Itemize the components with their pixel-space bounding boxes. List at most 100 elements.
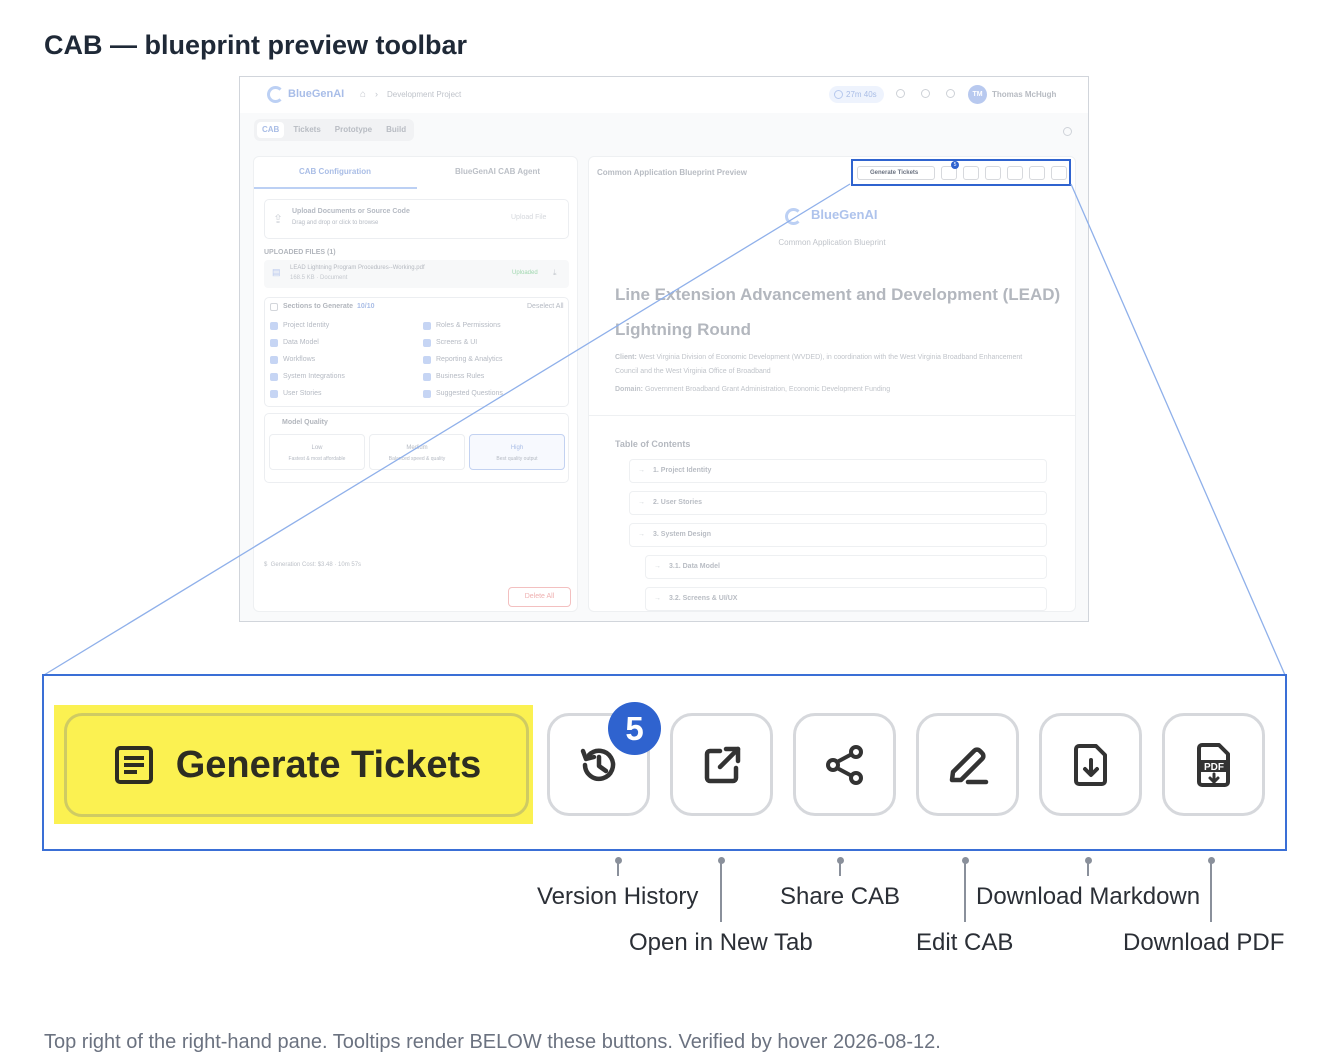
tab-prototype[interactable]: Prototype [334,125,373,134]
home-icon[interactable]: ⌂ [360,89,367,100]
callout-download-pdf: Download PDF [1123,929,1285,956]
callout-leader [720,860,722,922]
open-in-new-tab-button[interactable] [670,713,773,816]
dark-mode-icon[interactable] [896,89,905,98]
download-pdf-button[interactable]: PDF [1162,713,1265,816]
edit-icon [949,746,988,784]
avatar[interactable]: TM [968,85,987,104]
app-header: BlueGenAI ⌂ › Development Project 27m 40… [240,77,1088,113]
section-checkbox[interactable] [270,390,278,398]
toc-item[interactable]: →3. System Design [629,523,1047,547]
tab-tickets[interactable]: Tickets [293,125,321,134]
page-title: CAB — blueprint preview toolbar [44,30,468,60]
uploaded-files-heading: UPLOADED FILES (1) [264,249,336,256]
section-checkbox[interactable] [270,356,278,364]
doc-subbrand: Common Application Blueprint [778,238,886,247]
preview-title: Common Application Blueprint Preview [597,168,747,177]
quality-option-high[interactable]: High Best quality output [469,434,565,470]
version-badge-mini: 5 [951,161,959,169]
file-meta: 168.5 KB · Document [290,275,348,281]
section-checkbox[interactable] [423,356,431,364]
section-checkbox[interactable] [270,322,278,330]
divider [589,415,1075,416]
callout-leader [1087,860,1089,876]
breadcrumb[interactable]: Development Project [387,90,462,99]
file-name: LEAD Lightning Program Procedures--Worki… [290,265,425,271]
tab-cab[interactable]: CAB [257,122,285,138]
callout-leader [617,860,619,876]
doc-brand: BlueGenAI [811,207,878,222]
toc-item[interactable]: →2. User Stories [629,491,1047,515]
share-button-mini[interactable] [985,166,1001,180]
model-quality-label: Model Quality [282,419,328,426]
client-label: Client: [615,354,637,361]
generation-cost-value: Generation Cost: $3.48 · 10m 57s [270,562,362,568]
generate-tickets-button[interactable]: Generate Tickets [64,713,529,817]
generate-tickets-label: Generate Tickets [175,743,482,786]
callout-leader [964,860,966,922]
download-icon[interactable]: ⤓ [553,268,557,277]
callout-download-markdown: Download Markdown [976,883,1201,910]
toc-item[interactable]: →3.2. Screens & UI/UX [645,587,1047,611]
section-checkbox[interactable] [423,373,431,381]
share-cab-button[interactable] [793,713,896,816]
user-settings-icon[interactable] [1063,127,1072,136]
model-quality: Model Quality Low Fastest & most afforda… [264,413,569,483]
download-pdf-button-mini[interactable] [1051,166,1067,180]
client-value: West Virginia Division of Economic Devel… [615,354,1023,375]
download-file-icon [1073,743,1107,786]
section-checkbox[interactable] [423,339,431,347]
section-checkbox[interactable] [270,373,278,381]
tab-cab-agent[interactable]: BlueGenAI CAB Agent [455,167,541,176]
svg-text:PDF: PDF [1204,762,1224,773]
domain-value: Government Broadband Grant Administratio… [644,386,891,393]
upload-file-button[interactable]: Upload File [511,214,547,221]
upload-icon: ⇪ [273,212,284,226]
section-checkbox[interactable] [423,322,431,330]
help-icon[interactable] [946,89,955,98]
download-md-button-mini[interactable] [1029,166,1045,180]
quality-option-low[interactable]: Low Fastest & most affordable [269,434,365,470]
toc-item[interactable]: →1. Project Identity [629,459,1047,483]
doc-title: Line Extension Advancement and Developme… [615,285,1061,339]
section-label: Screens & UI [436,339,478,346]
open-tab-button-mini[interactable] [963,166,979,180]
footnote: Top right of the right-hand pane. Toolti… [44,1031,941,1053]
bell-icon[interactable] [921,89,930,98]
history-button-mini[interactable] [941,166,957,180]
app-name[interactable]: BlueGenAI [288,88,345,100]
uploaded-file-row: ▤ LEAD Lightning Program Procedures--Wor… [264,260,569,288]
edit-cab-button[interactable] [916,713,1019,816]
deselect-all-link[interactable]: Deselect All [527,303,564,310]
tab-build[interactable]: Build [386,125,407,134]
tab-cab-configuration[interactable]: CAB Configuration [299,167,371,176]
delete-all-button[interactable]: Delete All [508,587,571,607]
section-checkbox[interactable] [270,339,278,347]
toc-item[interactable]: →3.1. Data Model [645,555,1047,579]
select-all-checkbox[interactable] [270,303,278,311]
share-icon [825,744,863,785]
upload-dropzone[interactable]: ⇪ Upload Documents or Source Code Drag a… [264,199,569,239]
timer-value: 27m 40s [846,90,877,99]
clock-icon [834,90,843,99]
user-name[interactable]: Thomas McHugh [992,90,1057,99]
quality-desc: Balanced speed & quality [388,456,446,462]
download-markdown-button[interactable] [1039,713,1142,816]
bluegenai-logo-icon [267,86,284,103]
generate-tickets-button-mini[interactable]: Generate Tickets [857,166,935,180]
quality-name: Medium [406,445,428,451]
section-label: Workflows [283,356,316,363]
generation-cost[interactable]: $ Generation Cost: $3.48 · 10m 57s [264,562,569,568]
quality-desc: Best quality output [496,456,538,462]
edit-button-mini[interactable] [1007,166,1023,180]
callout-share-cab: Share CAB [780,883,901,910]
section-checkbox[interactable] [423,390,431,398]
toolbar-highlight-box: Generate Tickets 5 [851,159,1071,186]
section-label: Project Identity [283,322,330,329]
quality-option-medium[interactable]: Medium Balanced speed & quality [369,434,465,470]
upload-subtitle: Drag and drop or click to browse [292,220,379,226]
document-icon: ▤ [272,267,281,277]
domain-label: Domain: [615,386,643,393]
pdf-icon: PDF [1196,742,1230,787]
client-line: Client: West Virginia Division of Econom… [615,351,1045,379]
